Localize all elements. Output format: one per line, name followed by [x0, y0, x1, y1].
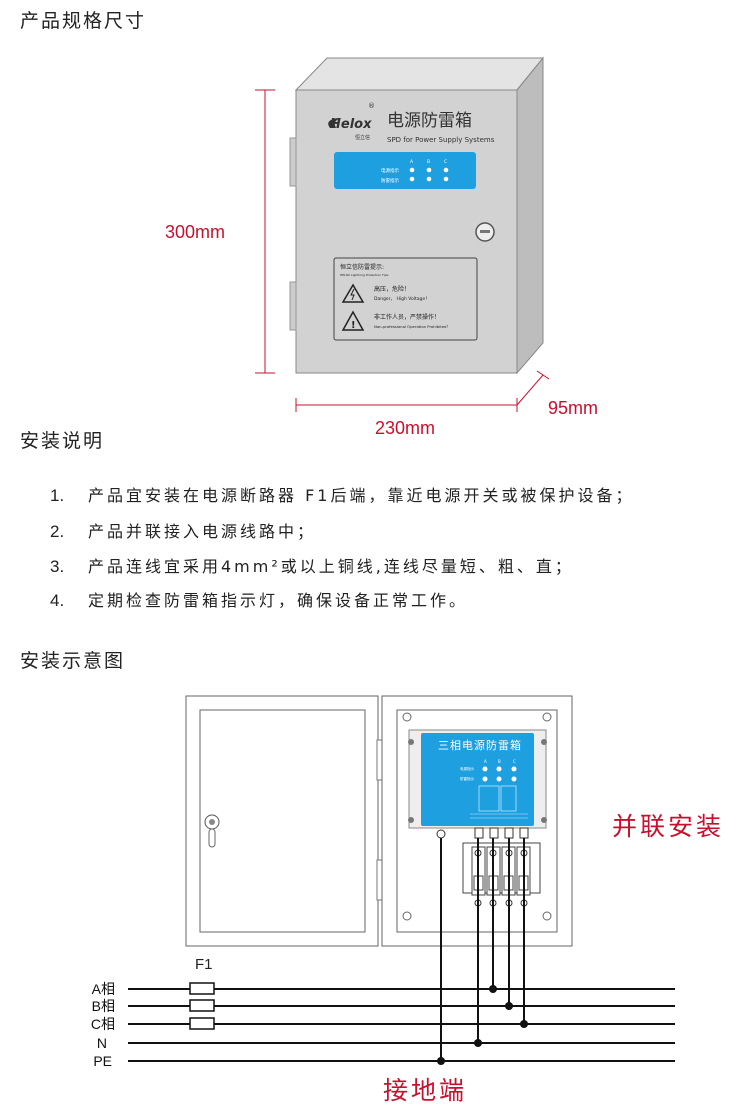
indicator-lights: [409, 167, 449, 182]
spd-panel: [421, 733, 534, 826]
svg-text:电源指示: 电源指示: [460, 766, 474, 771]
svg-text:®: ®: [368, 102, 375, 110]
column-label-b: B: [427, 159, 430, 165]
ground-terminal-label: 接地端: [383, 1076, 468, 1105]
spd-title: 三相电源防雷箱: [438, 739, 522, 752]
warning-item-1-en: Danger， High Voltage！: [374, 296, 430, 302]
row-label-lightning: 防雷指示: [381, 177, 399, 184]
svg-text:C: C: [513, 759, 516, 764]
line-label-a: A相: [91, 981, 115, 997]
helox-logo: Helox ® 恒立信: [328, 102, 375, 141]
dimension-lines: [255, 89, 550, 412]
cabinet-top: [294, 57, 545, 91]
column-label-a: A: [410, 159, 414, 165]
fuses: [189, 982, 215, 1030]
warning-item-2-en: Non-professional Operation Prohibited！: [374, 324, 450, 329]
width-dimension: 230mm: [375, 418, 436, 438]
line-label-n: N: [96, 1035, 107, 1051]
height-dimension: 300mm: [165, 222, 226, 242]
indicator-panel: [334, 152, 476, 189]
warning-panel: [333, 257, 478, 341]
hinge-bottom: [289, 281, 297, 331]
connection-wires: [440, 838, 525, 1061]
cabinet-side: [516, 56, 544, 375]
warning-title: 恒立信防雷提示:: [340, 263, 384, 271]
section-title-spec: 产品规格尺寸: [20, 10, 147, 32]
brand-logo-text: Helox: [330, 117, 372, 132]
cabinet-drawing: Helox ® 恒立信 电源防雷箱 SPD for Power Supply S…: [255, 56, 550, 412]
brand-cn: 恒立信: [355, 134, 370, 141]
warning-item-2-cn: 非工作人员，严禁操作！: [374, 313, 440, 321]
list-item: 2.产品并联接入电源线路中；: [50, 522, 317, 541]
line-label-pe: PE: [93, 1053, 112, 1069]
list-item: 4.定期检查防雷箱指示灯，确保设备正常工作。: [50, 591, 469, 610]
svg-text:!: !: [351, 320, 356, 331]
section-title-diagram: 安装示意图: [20, 650, 126, 672]
parallel-install-label: 并联安装: [612, 812, 725, 841]
warning-item-1-cn: 高压，危险！: [374, 285, 410, 293]
svg-text:A: A: [484, 759, 487, 764]
line-label-c: C相: [90, 1016, 115, 1032]
power-lines: [128, 988, 675, 1062]
product-name: 电源防雷箱: [387, 111, 472, 131]
svg-text:防雷指示: 防雷指示: [460, 776, 474, 781]
high-voltage-icon: [341, 283, 365, 303]
depth-dimension: 95mm: [548, 398, 599, 418]
fuse-label: F1: [195, 956, 213, 973]
section-title-install: 安装说明: [20, 430, 105, 452]
list-item: 1.产品宜安装在电源断路器 F1后端，靠近电源开关或被保护设备；: [50, 486, 635, 505]
warning-icon: [341, 310, 365, 331]
hinge-top: [289, 137, 297, 187]
column-label-c: C: [444, 159, 447, 165]
product-subtitle: SPD for Power Supply Systems: [387, 136, 495, 144]
line-label-b: B相: [91, 998, 115, 1014]
list-item: 3.产品连线宜采用4mm²或以上铜线,连线尽量短、粗、直；: [50, 557, 574, 576]
warning-title-en: HELOX Lightning Protection Tips:: [340, 273, 389, 277]
row-label-power: 电源指示: [381, 167, 399, 174]
svg-text:B: B: [498, 759, 501, 764]
